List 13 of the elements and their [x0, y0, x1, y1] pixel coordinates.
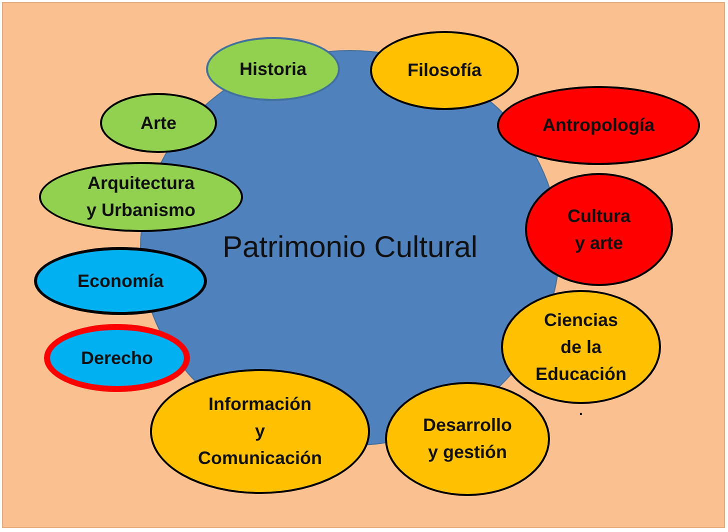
period-text: . — [579, 405, 583, 415]
node-label: Desarrollo y gestión — [422, 414, 514, 464]
node-label: Arte — [140, 112, 176, 134]
node-label: Información y Comunicación — [196, 393, 323, 470]
node-label: Ciencias de la Educación — [534, 308, 628, 386]
node-label: Filosofía — [407, 59, 482, 82]
node-label: Economía — [77, 270, 164, 292]
node-label: Derecho — [80, 346, 154, 370]
node-label: Arquitectura y Urbanismo — [85, 172, 197, 222]
node-label: Antropología — [542, 114, 654, 137]
node-label: Historia — [239, 58, 307, 80]
node-label: Patrimonio Cultural — [222, 231, 478, 265]
node-label: Cultura y arte — [566, 204, 632, 255]
